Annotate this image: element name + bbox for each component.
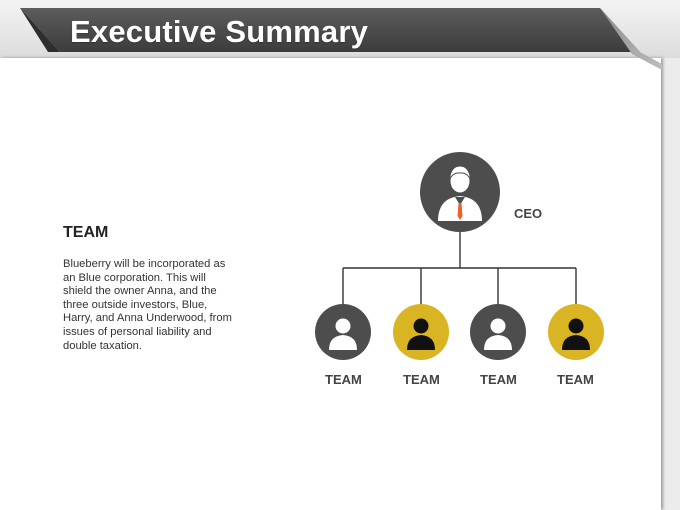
team-node-1 — [315, 304, 371, 360]
ceo-node — [420, 152, 500, 232]
team-node-3 — [470, 304, 526, 360]
page-title: Executive Summary — [70, 14, 369, 49]
person-icon — [562, 318, 590, 350]
ceo-label: CEO — [514, 206, 543, 221]
team-label-4: TEAM — [557, 372, 594, 387]
person-icon — [484, 318, 512, 350]
connector-lines — [342, 232, 577, 304]
team-label-2: TEAM — [403, 372, 440, 387]
person-icon — [329, 318, 357, 350]
team-description: Blueberry will be incorporated as an Blu… — [63, 258, 232, 352]
team-label-1: TEAM — [325, 372, 362, 387]
team-node-2 — [393, 304, 449, 360]
team-heading: TEAM — [63, 224, 109, 241]
person-icon — [407, 318, 435, 350]
team-label-3: TEAM — [480, 372, 517, 387]
businessman-icon — [438, 165, 482, 221]
team-node-4 — [548, 304, 604, 360]
title-banner — [20, 8, 662, 70]
slide-panel — [0, 58, 661, 510]
